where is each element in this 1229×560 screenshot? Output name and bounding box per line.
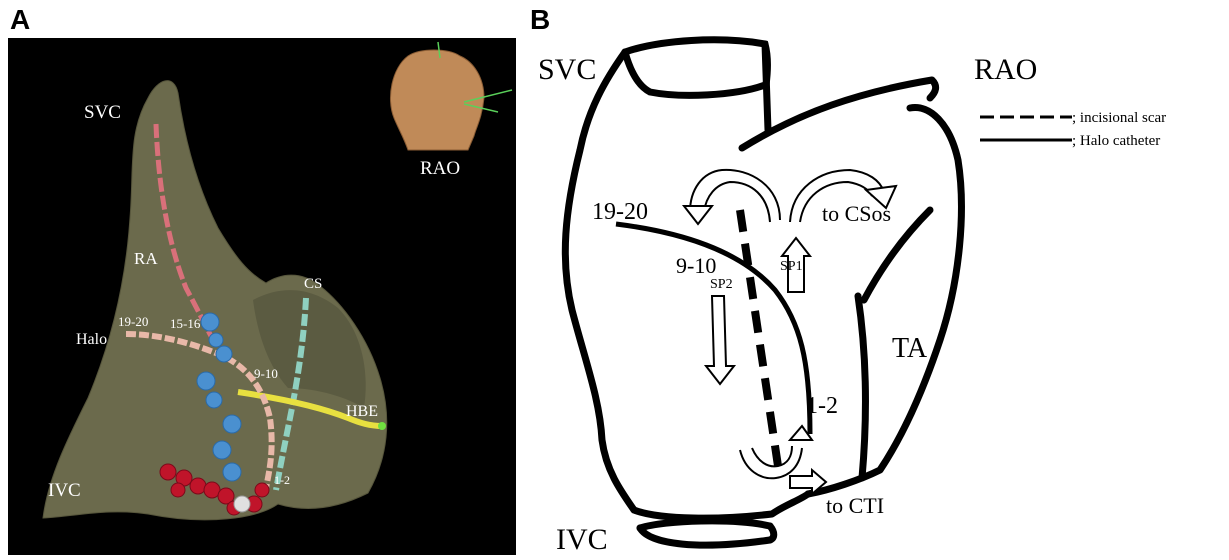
electroanatomic-map: SVC RA CS 19-20 15-16 Halo 9-10 HBE 1-2 …: [8, 38, 516, 555]
label-sp1: SP1: [780, 259, 803, 274]
schematic-panel: SVC RAO ; incisional scar ; Halo cathete…: [520, 0, 1229, 555]
label-1-2-a: 1-2: [274, 473, 290, 487]
label-ivc-a: IVC: [48, 480, 81, 501]
label-ta: TA: [892, 333, 928, 364]
hbe-tip: [378, 422, 386, 430]
svc-tube: [625, 40, 768, 130]
label-9-10-b: 9-10: [676, 253, 716, 278]
label-rao-a: RAO: [420, 158, 460, 179]
label-19-20-a: 19-20: [118, 314, 148, 329]
label-ra: RA: [134, 249, 158, 268]
label-svc: SVC: [84, 102, 121, 123]
heart-outline: [565, 52, 961, 518]
label-to-csos: to CSos: [822, 201, 891, 226]
right-atrium-schematic: SVC RAO ; incisional scar ; Halo cathete…: [520, 0, 1229, 555]
label-19-20-b: 19-20: [592, 199, 648, 225]
label-hbe: HBE: [346, 403, 378, 420]
ivc-tube: [640, 521, 774, 545]
label-9-10-a: 9-10: [254, 366, 278, 381]
label-svc-b: SVC: [538, 53, 596, 86]
label-1-2-b: 1-2: [806, 393, 838, 419]
sp2-down-arrow: [706, 296, 734, 384]
arrowhead-left: [684, 206, 712, 224]
label-halo: Halo: [76, 331, 107, 348]
bottom-u-arrow: [740, 448, 802, 478]
white-point: [234, 496, 250, 512]
label-sp2: SP2: [710, 277, 733, 292]
label-ivc-b: IVC: [556, 523, 608, 555]
legend-halo-text: ; Halo catheter: [1072, 133, 1160, 149]
legend-scar-text: ; incisional scar: [1072, 110, 1166, 126]
label-to-cti: to CTI: [826, 493, 884, 518]
incisional-scar-line: [740, 210, 778, 466]
label-cs: CS: [304, 276, 322, 292]
panel-a-letter: A: [10, 4, 30, 36]
rao-torso-icon: [390, 42, 512, 150]
label-rao-b: RAO: [974, 53, 1037, 86]
label-15-16-a: 15-16: [170, 316, 201, 331]
electroanatomic-map-panel: SVC RA CS 19-20 15-16 Halo 9-10 HBE 1-2 …: [8, 38, 516, 555]
